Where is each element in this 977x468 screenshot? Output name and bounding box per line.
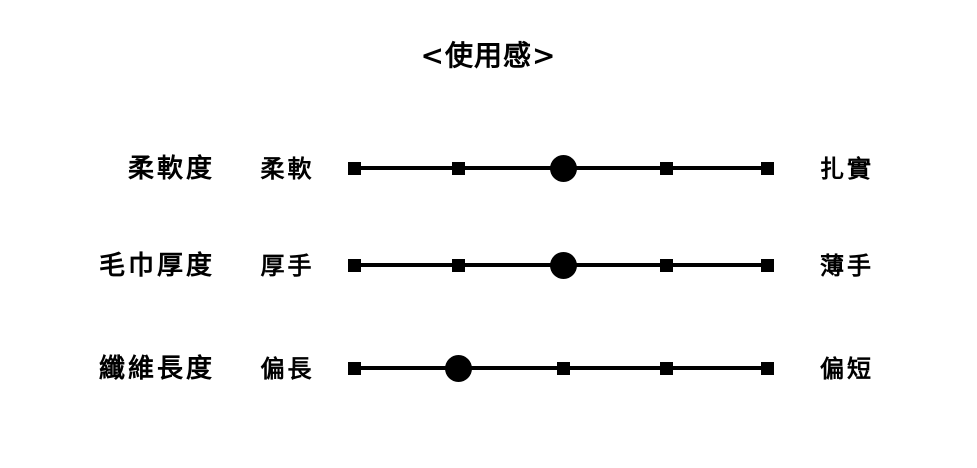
scale-tick-4[interactable] bbox=[660, 162, 673, 175]
scale-row-label: 纖維長度 bbox=[98, 354, 215, 384]
scale-tick-2[interactable] bbox=[452, 162, 465, 175]
scale-tick-5[interactable] bbox=[761, 162, 774, 175]
scale-tick-1[interactable] bbox=[348, 162, 361, 175]
scale-tick-5[interactable] bbox=[761, 259, 774, 272]
scale-tick-2[interactable] bbox=[452, 259, 465, 272]
page-title: <使用感> bbox=[420, 39, 557, 72]
scale-tick-5[interactable] bbox=[761, 362, 774, 375]
scale-track[interactable] bbox=[348, 243, 778, 289]
scale-row-label: 柔軟度 bbox=[127, 154, 215, 184]
scale-tick-1[interactable] bbox=[348, 362, 361, 375]
scale-right-anchor-label: 扎實 bbox=[820, 154, 874, 183]
scale-selected-marker[interactable] bbox=[445, 355, 472, 382]
scale-row: 纖維長度 偏長 偏短 bbox=[0, 346, 977, 392]
scale-left-anchor-label: 厚手 bbox=[260, 251, 315, 280]
scale-tick-4[interactable] bbox=[660, 362, 673, 375]
scale-track[interactable] bbox=[348, 346, 778, 392]
scale-tick-4[interactable] bbox=[660, 259, 673, 272]
scale-right-anchor-label: 薄手 bbox=[820, 251, 874, 280]
scale-selected-marker[interactable] bbox=[550, 252, 577, 279]
scale-left-anchor-label: 柔軟 bbox=[260, 154, 315, 183]
scale-track[interactable] bbox=[348, 146, 778, 192]
scale-selected-marker[interactable] bbox=[550, 155, 577, 182]
scale-left-anchor-label: 偏長 bbox=[260, 354, 315, 383]
scale-tick-3[interactable] bbox=[557, 362, 570, 375]
scale-right-anchor-label: 偏短 bbox=[820, 354, 874, 383]
scale-tick-1[interactable] bbox=[348, 259, 361, 272]
scale-row-label: 毛巾厚度 bbox=[98, 251, 215, 281]
scale-row: 毛巾厚度 厚手 薄手 bbox=[0, 243, 977, 289]
scale-row: 柔軟度 柔軟 扎實 bbox=[0, 146, 977, 192]
